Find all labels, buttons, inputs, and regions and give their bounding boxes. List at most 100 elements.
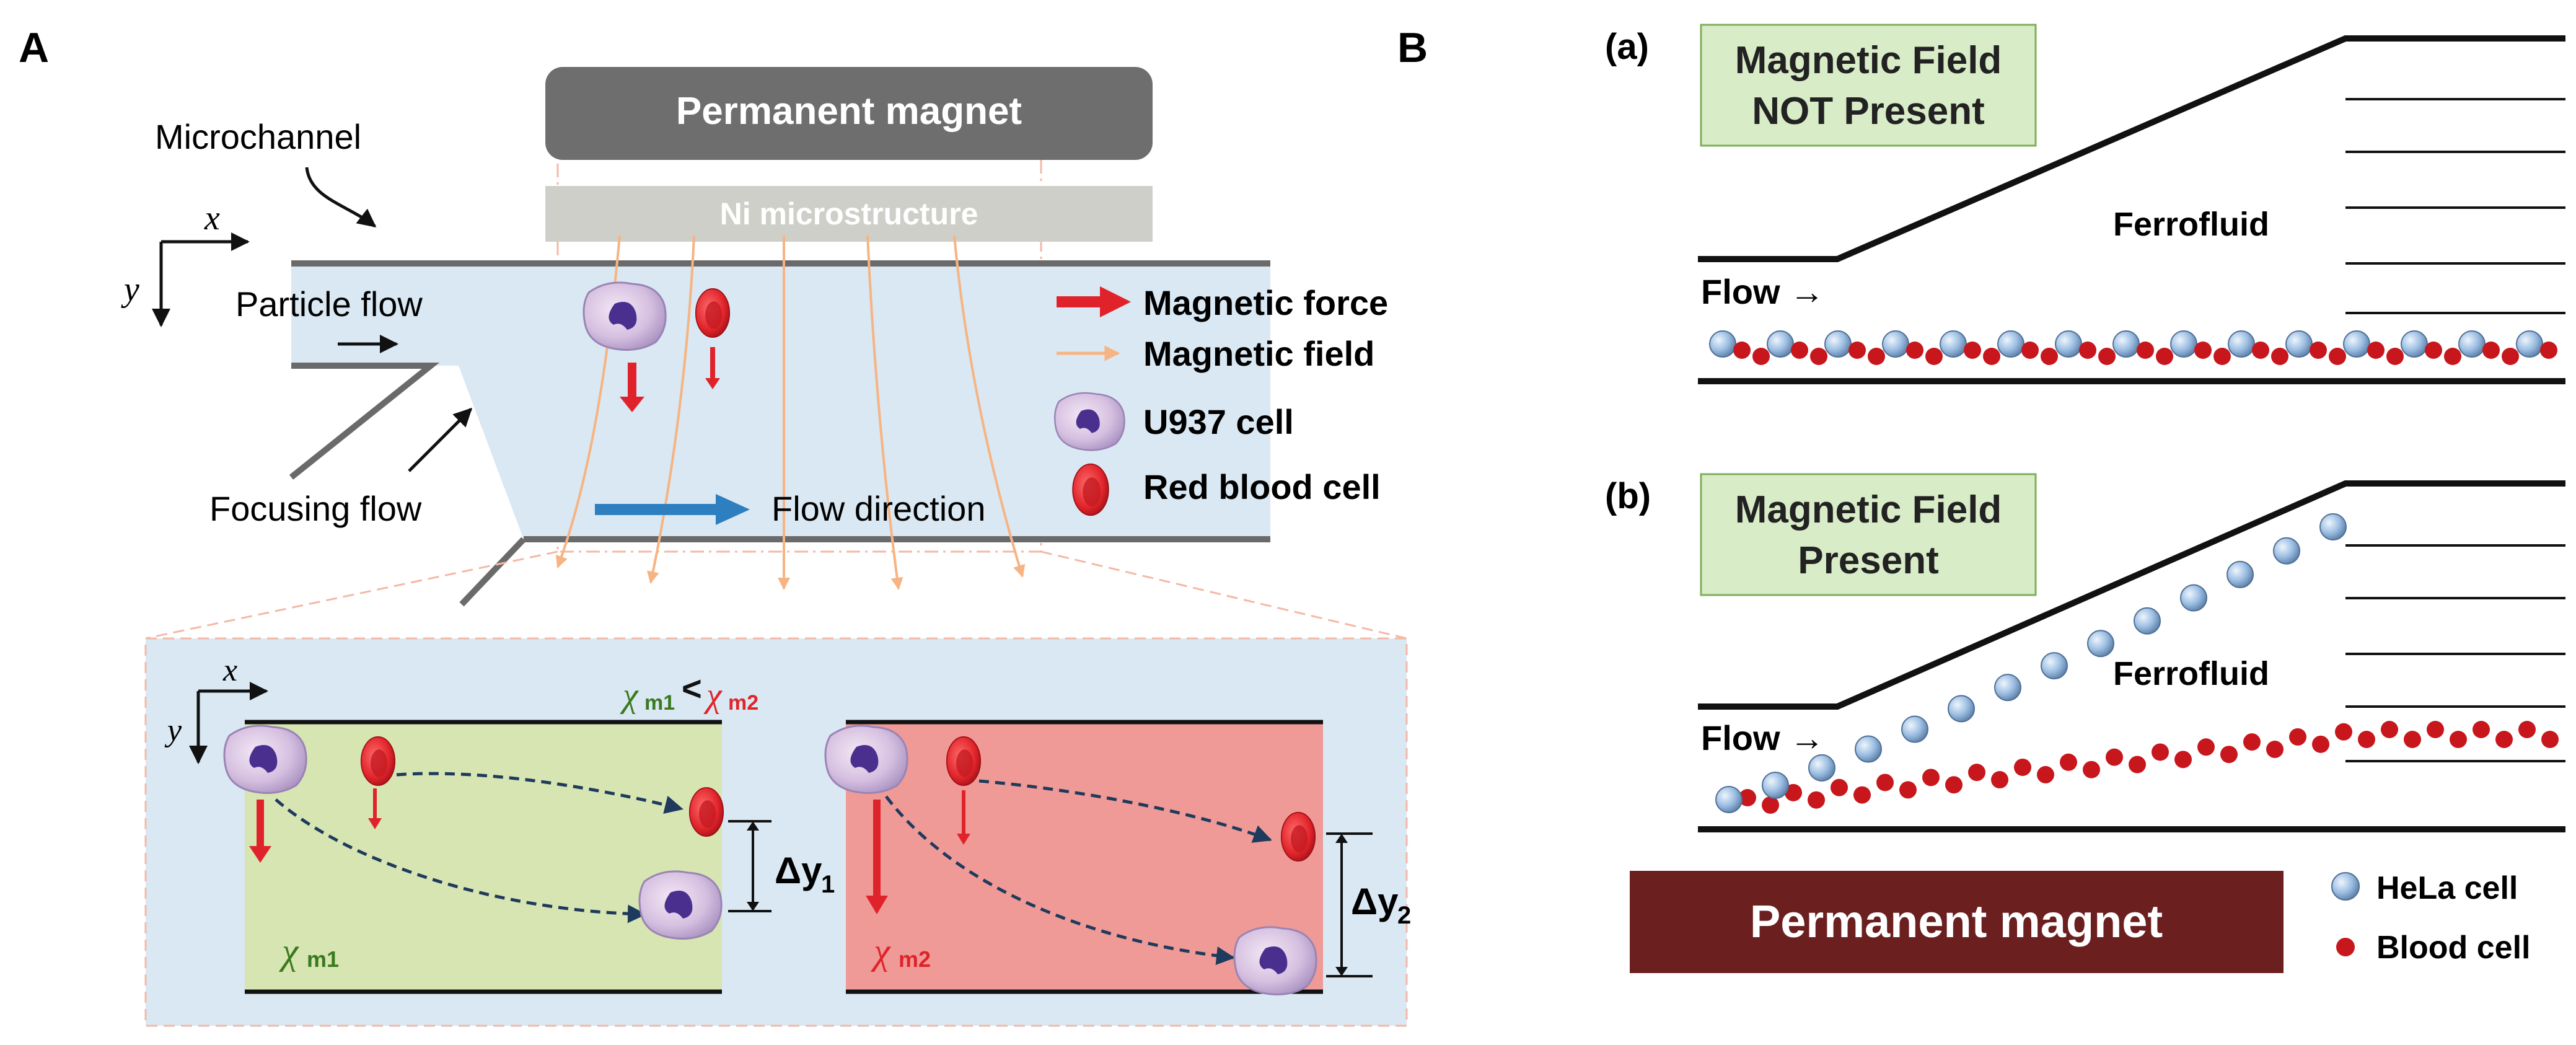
hela-cell [1882,330,1909,358]
blood-cell [1831,778,1848,796]
hela-cell [1762,771,1789,799]
svg-text:Present: Present [1798,539,1938,582]
hela-cell [2401,330,2428,358]
hela-cell [2055,330,2082,358]
panel-a-label: A [19,24,49,71]
blood-cell [1945,776,1963,794]
svg-text:Magnetic Field: Magnetic Field [1735,488,2002,531]
svg-text:NOT Present: NOT Present [1752,90,1985,133]
blood-cell [2540,342,2557,359]
blood-cell [1853,786,1871,804]
blood-cell [2502,348,2519,365]
permanent-magnet-a-label: Permanent magnet [676,90,1022,133]
rbc-inset-left-start [360,736,396,786]
hela-cell [1767,330,1794,358]
u937-trajectory-right [885,795,1235,965]
permanent-magnet-b-label: Permanent magnet [1750,896,2163,947]
blood-cell [2014,758,2031,776]
permanent-magnet-b [1630,871,2284,973]
rbc-channel [695,288,731,338]
rbc-inset-right-end [1280,812,1316,862]
hela-cell [2087,630,2114,658]
svg-text:m2: m2 [728,691,758,715]
blood-cell [2312,735,2329,753]
blood-cell [1752,348,1770,365]
svg-text:Δy: Δy [1351,881,1399,922]
svg-text:χ: χ [871,931,891,972]
particle-flow-label: Particle flow [235,284,423,324]
hela-cell [2112,330,2140,358]
blood-cell [2266,741,2284,759]
magnetic-force-arrows-channel [620,347,720,412]
blood-cell [2289,728,2306,746]
panel-b-a-label: (a) [1605,27,1649,67]
blood-cell [2060,753,2077,771]
blood-cell [2037,765,2054,783]
svg-text:m1: m1 [644,691,675,715]
blood-cell [2367,342,2385,359]
blood-cell [2194,342,2212,359]
legend-hela: HeLa cell [2376,870,2518,906]
svg-text:x: x [204,199,220,237]
ni-microstructure [545,186,1153,242]
hela-cell [2228,330,2255,358]
legend-blood-icon [2336,938,2355,956]
flow-label-b: Flow → [1701,718,1824,757]
blood-cell [2220,746,2238,764]
ferrofluid-lines-a [2345,98,2565,314]
hela-cell [1940,330,1967,358]
svg-text:m1: m1 [307,946,339,972]
cells-layer-b [1715,513,2559,814]
zoom-line-left [145,550,558,640]
legend-blood: Blood cell [2376,930,2530,966]
channel-a-top-wall [1698,35,2565,262]
hela-cell [2319,513,2347,540]
blood-cell [2271,348,2288,365]
blood-cell [2518,721,2536,738]
blood-cell [2252,342,2269,359]
blood-cell [2243,733,2261,751]
box-field-not-present [1700,24,2037,147]
blood-cell [2495,731,2513,748]
svg-text:<: < [682,669,702,708]
svg-text:x: x [222,653,237,688]
blood-cell [2381,721,2398,738]
hela-cell [1715,786,1743,813]
blood-cell [2174,751,2192,769]
hela-cell [2170,330,2197,358]
blood-cell [1925,348,1943,365]
hela-cell [2285,330,2313,358]
hela-cell [2180,584,2207,612]
legend-rbc-icon [1072,463,1109,516]
focusing-flow-arrow [408,407,473,472]
u937-cell-channel [582,281,667,351]
blood-cell [2098,348,2116,365]
blood-cell [2129,756,2146,774]
permanent-magnet-a [545,67,1153,160]
legend-magnetic-force: Magnetic force [1143,283,1388,322]
svg-text:χ: χ [703,676,723,715]
channel-b-top-wall [1698,480,2565,710]
blood-cell [2482,342,2500,359]
svg-text:Δy: Δy [775,850,822,891]
hela-cell [1709,330,1736,358]
hela-cell [1901,715,1928,743]
focusing-inlet-wall [459,537,526,607]
legend-rbc: Red blood cell [1143,467,1381,506]
blood-cell [1922,769,1940,787]
flow-direction-arrowhead [716,494,750,525]
blood-cell [2427,721,2444,738]
svg-text:χ: χ [279,931,299,972]
blood-cell [2386,348,2404,365]
microchannel-label: Microchannel [155,117,361,156]
hela-cell [1824,330,1852,358]
blood-cell [1991,771,2008,789]
flow-direction-label: Flow direction [771,489,985,528]
ni-microstructure-label: Ni microstructure [720,196,978,231]
axes-inset: x y [164,653,268,764]
blood-cell [1906,342,1923,359]
u937-inset-right-start [824,725,908,794]
blood-cell [1785,783,1802,801]
ferrofluid-label-a: Ferrofluid [2113,206,2269,243]
hela-cell [1997,330,2024,358]
